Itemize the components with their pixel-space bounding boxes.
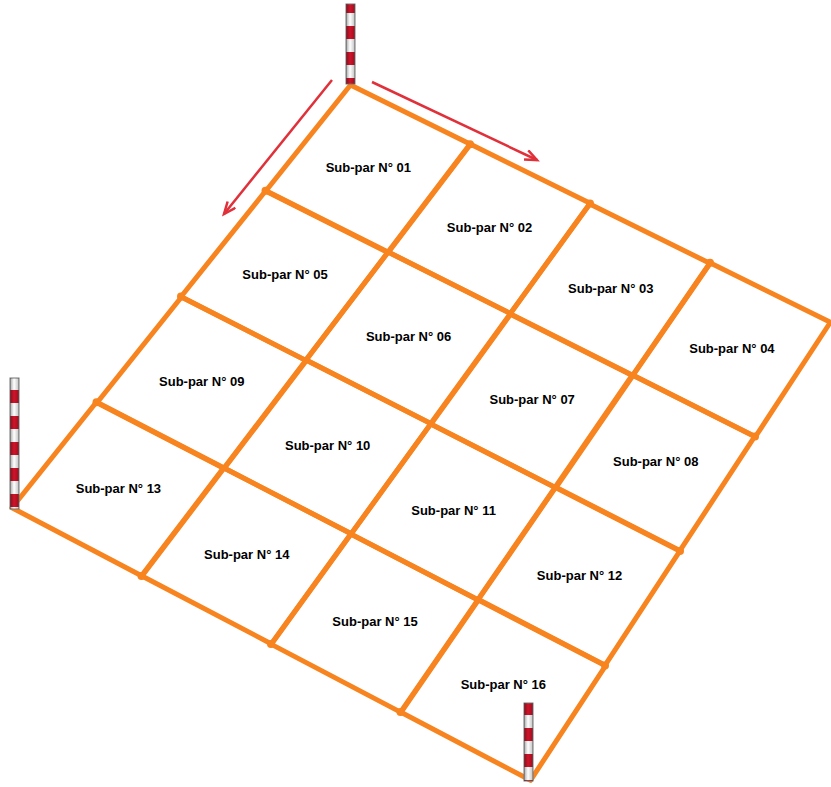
- grid-dot: [138, 572, 146, 580]
- parcel-label: Sub-par N° 16: [461, 678, 546, 693]
- parcel-label: Sub-par N° 01: [326, 161, 411, 176]
- parcel-border: [12, 402, 224, 576]
- parcel-border: [224, 360, 431, 534]
- sub-parcel: Sub-par N° 09: [93, 293, 310, 473]
- grid-dot: [676, 547, 684, 555]
- direction-arrow: [372, 82, 537, 160]
- parcel-label: Sub-par N° 04: [689, 342, 774, 357]
- parcel-label: Sub-par N° 15: [332, 615, 417, 630]
- parcel-label: Sub-par N° 08: [613, 455, 698, 470]
- grid-dot: [262, 187, 270, 195]
- sub-parcel: Sub-par N° 06: [302, 248, 515, 428]
- grid-dot: [601, 662, 609, 670]
- survey-pole: [10, 378, 19, 509]
- sub-parcel: Sub-par N° 11: [347, 420, 560, 604]
- sub-parcel: Sub-par N° 12: [474, 483, 684, 669]
- sub-parcel: Sub-par N° 15: [267, 530, 482, 716]
- parcel-border: [633, 263, 830, 437]
- grid-dot: [586, 200, 594, 208]
- parcel-border: [306, 252, 511, 424]
- sub-parcel: Sub-par N° 14: [138, 464, 355, 648]
- parcel-label: Sub-par N° 13: [76, 481, 161, 496]
- survey-pole: [524, 703, 533, 781]
- parcel-label: Sub-par N° 14: [204, 548, 289, 563]
- parcel-border: [181, 191, 388, 360]
- parcel-border: [478, 487, 680, 665]
- parcel-border: [97, 297, 306, 469]
- survey-pole: [346, 4, 355, 84]
- grid-dots: [93, 140, 760, 716]
- parcel-border: [510, 204, 710, 376]
- parcel-label: Sub-par N° 07: [489, 392, 574, 407]
- parcel-border: [351, 424, 556, 600]
- grid-dot: [93, 398, 101, 406]
- parcel-label: Sub-par N° 05: [242, 267, 327, 282]
- parcel-label: Sub-par N° 12: [537, 568, 622, 583]
- parcel-label: Sub-par N° 06: [366, 330, 451, 345]
- sub-parcel: Sub-par N° 13: [8, 398, 228, 580]
- parcel-border: [271, 534, 478, 712]
- parcel-border: [266, 85, 471, 252]
- grid-dot: [751, 433, 759, 441]
- parcel-border: [555, 375, 755, 551]
- parcel-border: [388, 144, 590, 313]
- direction-arrow: [224, 80, 332, 214]
- sub-parcel: Sub-par N° 10: [220, 356, 435, 538]
- parcel-label: Sub-par N° 03: [568, 281, 653, 296]
- grid-dot: [706, 259, 714, 267]
- parcel-label: Sub-par N° 10: [285, 439, 370, 454]
- sub-parcel: Sub-par N° 04: [629, 259, 831, 441]
- parcel-label: Sub-par N° 11: [411, 504, 496, 519]
- sub-parcel: Sub-par N° 08: [551, 371, 759, 555]
- parcel-label: Sub-par N° 02: [447, 221, 532, 236]
- sub-parcel: Sub-par N° 07: [427, 310, 637, 492]
- grid-dot: [267, 640, 275, 648]
- sub-parcel: Sub-par N° 05: [177, 187, 392, 364]
- grid-dot: [397, 708, 405, 716]
- sub-parcel: Sub-par N° 16: [397, 596, 610, 784]
- grid-dot: [177, 293, 185, 301]
- sub-parcel: Sub-par N° 01: [262, 81, 475, 256]
- grid-dot: [466, 140, 474, 148]
- sub-parcel: Sub-par N° 02: [384, 140, 594, 317]
- parcel-border: [431, 314, 633, 488]
- parcel-border: [401, 600, 606, 780]
- sub-parcel: Sub-par N° 03: [506, 200, 714, 380]
- parcel-label: Sub-par N° 09: [159, 374, 244, 389]
- parcel-border: [142, 468, 351, 644]
